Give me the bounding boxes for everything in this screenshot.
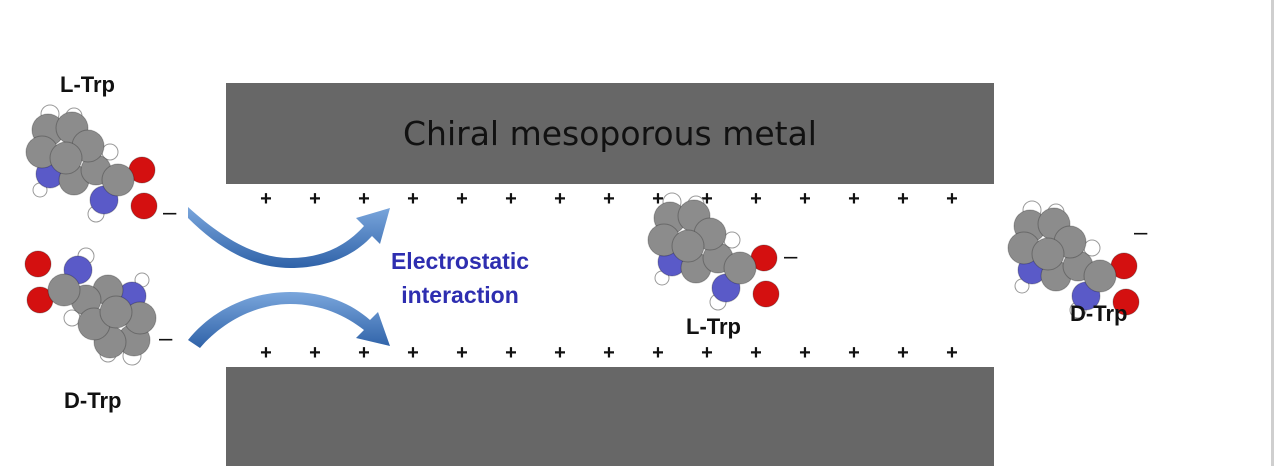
atom-c	[47, 273, 81, 307]
surface-charge: +	[946, 188, 958, 210]
right-edge-rule	[1271, 0, 1274, 466]
atom-c	[671, 229, 705, 263]
interaction-line-1: Electrostatic	[390, 248, 530, 274]
label-d-trp-released: D-Trp	[1070, 301, 1128, 326]
atom-c	[49, 141, 83, 175]
atom-c	[723, 251, 757, 285]
charge-sign-input-top: –	[163, 199, 177, 226]
surface-charge: +	[554, 342, 566, 364]
surface-charge: +	[799, 342, 811, 364]
charge-sign-input-bottom: –	[159, 325, 173, 352]
label-l-trp-input: L-Trp	[60, 72, 115, 97]
surface-charge: +	[554, 188, 566, 210]
surface-charge: +	[309, 342, 321, 364]
charge-sign-released: –	[1134, 219, 1148, 246]
surface-charge: +	[456, 188, 468, 210]
surface-charge: +	[309, 188, 321, 210]
pore-title: Chiral mesoporous metal	[403, 114, 817, 153]
electrostatic-interaction-label: Electrostatic interaction	[375, 244, 545, 312]
surface-charge: +	[505, 342, 517, 364]
atom-c	[1083, 259, 1117, 293]
surface-charges-top: + + + + + + + + + + + + + + +	[260, 188, 958, 210]
charge-sign-adsorbed: –	[784, 243, 798, 270]
surface-charge: +	[456, 342, 468, 364]
molecule-l-trp-adsorbed	[647, 192, 780, 311]
atom-o	[1112, 288, 1140, 316]
surface-charge: +	[603, 188, 615, 210]
atom-o	[752, 280, 780, 308]
atom-c	[99, 295, 133, 329]
curved-arrow-lower-icon	[188, 207, 390, 268]
surface-charge: +	[701, 188, 713, 210]
surface-charge: +	[750, 342, 762, 364]
surface-charge: +	[897, 188, 909, 210]
molecule-l-trp-input	[25, 104, 158, 223]
curved-arrow-upper-icon	[188, 292, 390, 348]
surface-charge: +	[407, 342, 419, 364]
surface-charge: +	[652, 342, 664, 364]
surface-charge: +	[848, 188, 860, 210]
molecule-d-trp-released	[1007, 200, 1140, 319]
label-l-trp-adsorbed: L-Trp	[686, 314, 741, 339]
interaction-line-2: interaction	[401, 282, 519, 308]
surface-charge: +	[897, 342, 909, 364]
surface-charge: +	[407, 188, 419, 210]
surface-charge: +	[358, 188, 370, 210]
molecule-d-trp-input	[24, 247, 157, 366]
surface-charge: +	[260, 188, 272, 210]
surface-charge: +	[603, 342, 615, 364]
atom-o	[130, 192, 158, 220]
atom-o	[24, 250, 52, 278]
surface-charge: +	[799, 188, 811, 210]
surface-charge: +	[848, 342, 860, 364]
surface-charge: +	[260, 342, 272, 364]
pore-wall-bottom	[226, 367, 994, 466]
surface-charge: +	[358, 342, 370, 364]
surface-charge: +	[701, 342, 713, 364]
surface-charge: +	[505, 188, 517, 210]
atom-c	[1031, 237, 1065, 271]
label-d-trp-input: D-Trp	[64, 388, 122, 413]
surface-charge: +	[750, 188, 762, 210]
surface-charges-bottom: + + + + + + + + + + + + + + +	[260, 342, 958, 364]
pore-wall-top: Chiral mesoporous metal	[226, 83, 994, 184]
surface-charge: +	[652, 188, 664, 210]
atom-c	[101, 163, 135, 197]
surface-charge: +	[946, 342, 958, 364]
